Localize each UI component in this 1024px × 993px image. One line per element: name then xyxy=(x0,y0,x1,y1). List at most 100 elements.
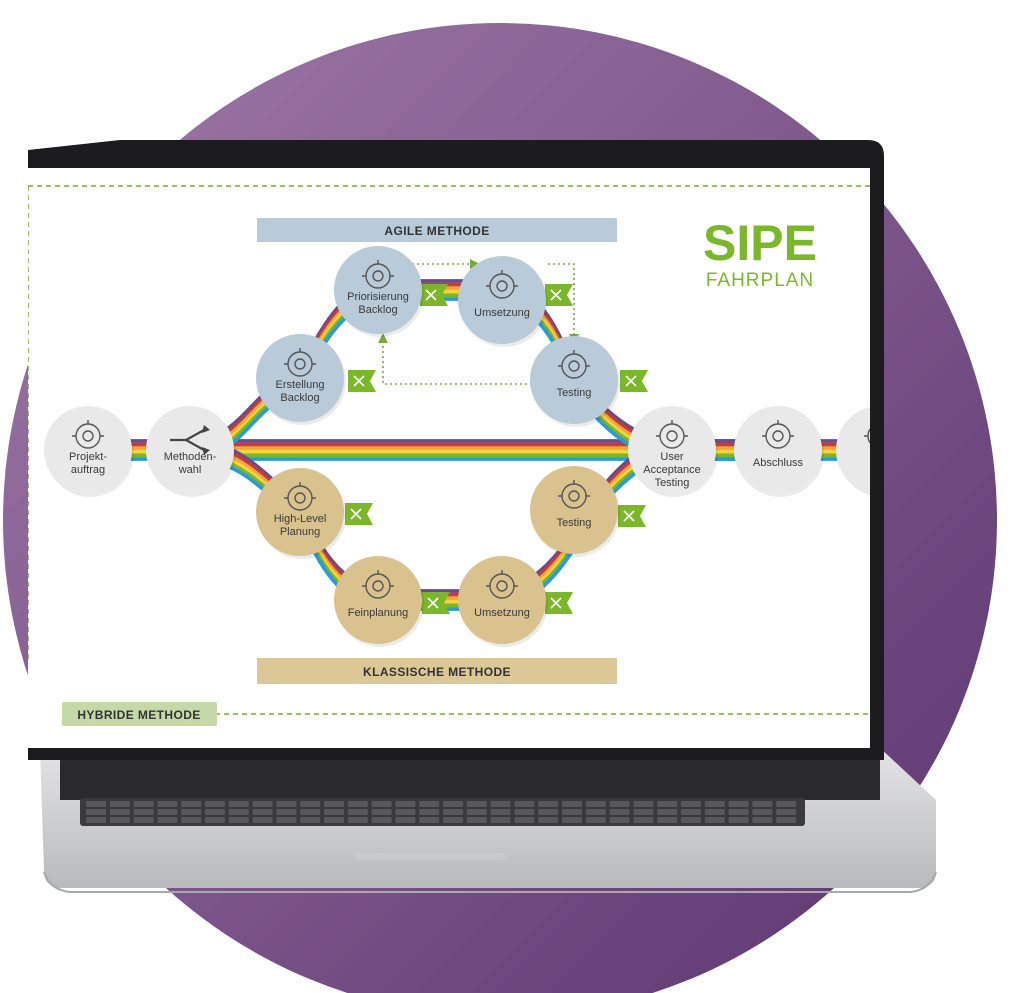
keyboard-key xyxy=(347,801,368,807)
node-cut-node: Re xyxy=(836,407,870,496)
keyboard-key xyxy=(157,817,178,823)
camera-notch xyxy=(385,152,477,168)
keyboard-key xyxy=(86,817,106,823)
node-label: Backlog xyxy=(358,304,397,316)
keyboard-key xyxy=(157,801,178,807)
keyboard-key xyxy=(395,809,416,815)
keyboard-key xyxy=(466,801,487,807)
keyboard-key xyxy=(681,817,701,823)
keyboard-key xyxy=(395,801,416,807)
keyboard-key xyxy=(585,809,606,815)
trackpad-notch xyxy=(355,853,505,860)
keyboard xyxy=(80,798,805,826)
svg-text:KLASSISCHE METHODE: KLASSISCHE METHODE xyxy=(363,665,511,679)
title-sipe: SIPE xyxy=(703,215,817,271)
keyboard-key xyxy=(562,801,582,807)
hybrid-method-bar: HYBRIDE METHODE xyxy=(62,702,217,726)
node-projektauftrag: Projekt-auftrag xyxy=(44,406,134,497)
keyboard-key xyxy=(704,801,725,807)
node-abschluss: Abschluss xyxy=(734,406,824,497)
keyboard-key xyxy=(300,817,321,823)
keyboard-key xyxy=(466,809,487,815)
keyboard-key xyxy=(490,817,511,823)
keyboard-key xyxy=(657,817,678,823)
keyboard-key xyxy=(538,809,559,815)
keyboard-key xyxy=(490,801,511,807)
node-label: High-Level xyxy=(274,513,327,525)
merge-flag-icon xyxy=(420,284,448,306)
list-server-icon xyxy=(362,570,394,599)
keyboard-key xyxy=(466,817,487,823)
merge-flag-icon xyxy=(545,592,573,614)
keyboard-key xyxy=(657,809,678,815)
keyboard-key xyxy=(562,809,582,815)
keyboard-key xyxy=(752,817,773,823)
head-gears-icon xyxy=(558,480,590,509)
laptop-base xyxy=(40,748,937,893)
keyboard-key xyxy=(228,801,249,807)
keyboard-key xyxy=(324,817,344,823)
keyboard-key xyxy=(347,817,368,823)
keyboard-key xyxy=(443,801,463,807)
keyboard-key xyxy=(633,801,654,807)
keyboard-key xyxy=(157,809,178,815)
node-label: Erstellung xyxy=(276,379,325,391)
keyboard-key xyxy=(538,801,559,807)
keyboard-key xyxy=(252,801,273,807)
feedback-loop-arrows xyxy=(382,263,575,385)
node-label: Testing xyxy=(655,477,690,489)
node-label: Projekt- xyxy=(69,451,107,463)
node-label: Feinplanung xyxy=(348,607,409,619)
process-nodes: Projekt-auftragMethoden-wahlErstellungBa… xyxy=(44,246,870,647)
keyboard-key xyxy=(490,809,511,815)
roadmap-diagram: AGILE METHODE KLASSISCHE METHODE HYBRIDE… xyxy=(28,185,870,726)
keyboard-key xyxy=(728,817,749,823)
svg-text:AGILE METHODE: AGILE METHODE xyxy=(384,224,489,238)
keyboard-key xyxy=(538,817,559,823)
keyboard-key xyxy=(228,817,249,823)
keyboard-key xyxy=(562,817,582,823)
keyboard-key xyxy=(752,801,773,807)
keyboard-key xyxy=(205,801,225,807)
person-icon xyxy=(864,428,870,444)
keyboard-key xyxy=(86,801,106,807)
node-label: User xyxy=(660,451,684,463)
keyboard-key xyxy=(205,809,225,815)
node-methodenwahl: Methoden-wahl xyxy=(146,406,236,497)
keyboard-key xyxy=(86,809,106,815)
keyboard-key xyxy=(419,801,440,807)
node-label: Umsetzung xyxy=(474,607,530,619)
keyboard-key xyxy=(371,817,392,823)
merge-flags xyxy=(345,284,648,614)
keyboard-key xyxy=(324,809,344,815)
merge-flag-icon xyxy=(618,505,646,527)
node-label: Planung xyxy=(280,526,320,538)
node-label: auftrag xyxy=(71,464,105,476)
keyboard-key xyxy=(443,809,463,815)
keyboard-key xyxy=(181,801,202,807)
node-label: Testing xyxy=(557,387,592,399)
keyboard-key xyxy=(276,801,297,807)
merge-flag-icon xyxy=(422,592,450,614)
node-label: Priorisierung xyxy=(347,291,409,303)
classic-method-bar: KLASSISCHE METHODE xyxy=(257,658,617,684)
keyboard-key xyxy=(181,817,202,823)
keyboard-key xyxy=(109,801,130,807)
server-gear-icon xyxy=(486,570,518,599)
keyboard-key xyxy=(228,809,249,815)
head-gears-icon xyxy=(558,350,590,379)
document-list-icon xyxy=(284,348,316,377)
node-label: Abschluss xyxy=(753,457,804,469)
keyboard-key xyxy=(395,817,416,823)
keyboard-key xyxy=(609,809,630,815)
keyboard-key xyxy=(371,801,392,807)
node-label: Acceptance xyxy=(643,464,700,476)
node-feinplanung: Feinplanung xyxy=(334,556,424,647)
keyboard-key xyxy=(704,817,725,823)
keyboard-key xyxy=(633,817,654,823)
agile-method-bar: AGILE METHODE xyxy=(257,218,617,242)
keyboard-key xyxy=(585,801,606,807)
